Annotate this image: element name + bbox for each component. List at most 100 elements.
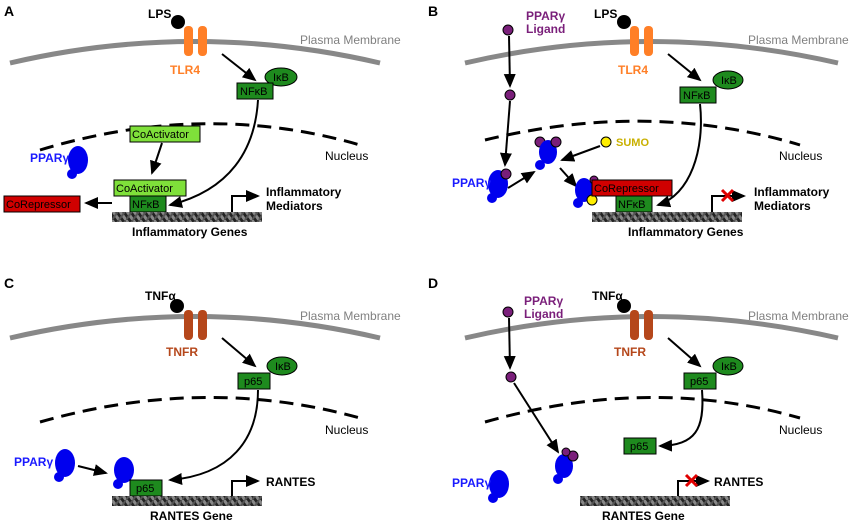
dna-strand xyxy=(112,212,262,222)
ppar-label: PPARγ xyxy=(452,176,491,190)
panel-letter: D xyxy=(428,275,438,291)
ikb-label: IκB xyxy=(273,72,289,84)
ligand-dot xyxy=(502,24,514,36)
tnf-dot xyxy=(617,299,631,313)
ligand-label-1: PPARγ xyxy=(524,294,563,308)
transcription-arrow xyxy=(711,190,746,212)
nfkb-bound-label: NFκB xyxy=(132,199,160,211)
nfkb-label: NFκB xyxy=(240,86,268,98)
ligand-dot xyxy=(502,306,514,318)
arrow-complex-to-corepressor xyxy=(559,167,578,188)
arrow-nfkb-to-dna xyxy=(168,99,259,208)
mediators-label-2: Mediators xyxy=(266,199,323,213)
panel-a: A Plasma Membrane LPS TLR4 IκB NFκB Nucl… xyxy=(3,3,401,239)
panel-c: C Plasma Membrane TNFα TNFR IκB p65 Nucl… xyxy=(4,275,401,523)
arrow-nfkb-to-dna xyxy=(656,103,702,208)
p65-label: p65 xyxy=(244,376,262,388)
nucleus-label: Nucleus xyxy=(779,423,822,437)
nuclear-envelope xyxy=(39,122,361,152)
rantes-label: RANTES xyxy=(266,475,315,489)
panel-letter: B xyxy=(428,3,438,19)
coactivator-label: CoActivator xyxy=(132,129,189,141)
receptor-label: TLR4 xyxy=(170,63,200,77)
panel-letter: C xyxy=(4,275,14,291)
dna-strand xyxy=(112,496,262,506)
p65-nuclear-box xyxy=(623,437,657,455)
ligand-arrow-1 xyxy=(503,317,516,370)
corepressor-label: CoRepressor xyxy=(6,199,71,211)
p65-box xyxy=(237,372,271,390)
nfkb-box xyxy=(236,82,274,100)
ppar-protein xyxy=(54,449,75,482)
nuclear-envelope xyxy=(484,119,801,147)
ligand-label-2: Ligand xyxy=(526,22,565,36)
mediators-label-1: Inflammatory xyxy=(266,185,342,199)
receptor-left xyxy=(184,310,193,340)
receptor-right xyxy=(644,310,653,340)
sumo-label: SUMO xyxy=(616,137,649,149)
activation-arrow xyxy=(667,337,702,368)
ikb-label: IκB xyxy=(275,361,291,373)
dna-strand xyxy=(580,496,730,506)
ppar-label: PPARγ xyxy=(452,476,491,490)
rantes-label: RANTES xyxy=(714,475,763,489)
ikb-oval xyxy=(266,356,298,376)
receptor-label: TLR4 xyxy=(618,63,648,77)
panel-b: B Plasma Membrane PPARγ Ligand LPS TLR4 … xyxy=(428,3,849,239)
receptor-label: TNFR xyxy=(614,345,646,359)
ppar-ligand-complex xyxy=(553,447,579,484)
ikb-label: IκB xyxy=(721,361,737,373)
activation-arrow xyxy=(667,53,702,82)
nfkb-label: NFκB xyxy=(683,90,711,102)
sumo-dot xyxy=(600,136,612,148)
panel-letter: A xyxy=(4,3,14,19)
receptor-label: TNFR xyxy=(166,345,198,359)
panel-d: D Plasma Membrane PPARγ Ligand TNFα TNFR… xyxy=(428,275,849,523)
ligand-arrow-1 xyxy=(503,35,516,88)
membrane-label: Plasma Membrane xyxy=(748,33,849,47)
inhibition-x-icon xyxy=(684,473,699,488)
ikb-oval xyxy=(712,70,744,90)
ikb-oval xyxy=(264,67,298,87)
mediators-label-2: Mediators xyxy=(754,199,811,213)
ligand-dot-inside xyxy=(505,371,517,383)
tnf-label: TNFα xyxy=(592,289,623,303)
receptor-left xyxy=(184,26,193,56)
ppar-protein xyxy=(67,146,88,179)
arrow-coactivator xyxy=(150,142,163,175)
genes-label: Inflammatory Genes xyxy=(132,225,248,239)
membrane-label: Plasma Membrane xyxy=(748,309,849,323)
ppar-protein xyxy=(487,168,512,203)
transcription-arrow xyxy=(231,190,260,212)
nfkb-box xyxy=(679,86,717,104)
p65-bound-label: p65 xyxy=(136,483,154,495)
lps-label: LPS xyxy=(148,7,171,21)
ligand-label-2: Ligand xyxy=(524,307,563,321)
p65-label: p65 xyxy=(690,376,708,388)
gene-label: RANTES Gene xyxy=(602,509,685,523)
inhibition-x-icon xyxy=(720,188,735,203)
ppar-protein-bound xyxy=(113,457,134,489)
ligand-dot-inside xyxy=(504,89,516,101)
dna-strand xyxy=(592,212,742,222)
lps-dot xyxy=(617,15,631,29)
p65-nuclear-label: p65 xyxy=(630,441,648,453)
nuclear-envelope xyxy=(39,395,361,424)
corepressor-label: CoRepressor xyxy=(594,183,659,195)
ligand-arrow-2 xyxy=(513,382,560,454)
arrow-p65-nuclear xyxy=(658,389,704,452)
membrane-label: Plasma Membrane xyxy=(300,33,401,47)
receptor-right xyxy=(644,26,653,56)
gene-label: RANTES Gene xyxy=(150,509,233,523)
ppar-label: PPARγ xyxy=(30,151,69,165)
genes-label: Inflammatory Genes xyxy=(628,225,744,239)
activation-arrow xyxy=(221,337,257,368)
p65-box xyxy=(683,372,717,390)
nfkb-bound-label: NFκB xyxy=(618,199,646,211)
coactivator-bound-label: CoActivator xyxy=(116,183,173,195)
nucleus-label: Nucleus xyxy=(325,423,368,437)
tnf-dot xyxy=(170,299,184,313)
arrow-ppar-complex xyxy=(507,170,536,189)
coactivator-box xyxy=(129,125,201,143)
ligand-arrow-2 xyxy=(499,100,512,167)
